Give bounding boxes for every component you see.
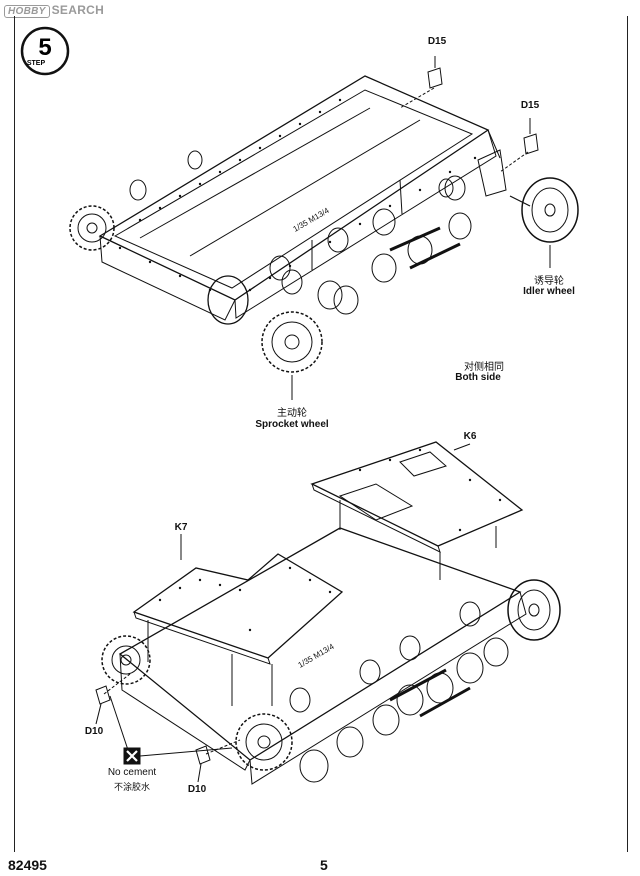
sprocket-label-cn: 主动轮: [277, 408, 307, 419]
d15-part-top: [427, 67, 443, 89]
k6-deck-plate: [310, 441, 524, 553]
k7-deck-plate: [132, 553, 344, 665]
d10-label-right: D10: [187, 784, 207, 795]
k7-label: K7: [174, 522, 188, 533]
watermark-text: SEARCH: [51, 3, 105, 17]
d15-part-right: [523, 133, 539, 155]
watermark-logo: HOBBY: [4, 5, 50, 18]
page-frame: [14, 16, 628, 852]
rear-sprocket-bottom: [101, 635, 151, 685]
step-number: 5: [38, 34, 51, 61]
hull-marking-lower: 1/35 M13/4: [297, 642, 337, 670]
d10-part-right: [195, 745, 211, 765]
idler-label-en: Idler wheel: [523, 286, 575, 297]
step-badge: 5 STEP: [20, 26, 70, 76]
upper-hull-assembly: 1/35 M13/4: [69, 56, 579, 400]
d10-label-left: D10: [84, 726, 104, 737]
lower-hull-assembly: 1/35 M13/4: [95, 441, 561, 785]
hull-marking: 1/35 M13/4: [292, 206, 332, 234]
k6-label: K6: [463, 431, 477, 442]
d15-label-right: D15: [520, 100, 540, 111]
d10-part-left: [95, 685, 111, 705]
no-cement-icon: [123, 747, 141, 765]
both-side-en: Both side: [455, 372, 501, 383]
both-side-cn: 对侧相同: [464, 362, 504, 373]
idler-wheel-top: [521, 177, 579, 243]
no-cement-en: No cement: [107, 767, 157, 778]
page-number: 5: [320, 857, 328, 873]
final-drive-housing: [207, 275, 249, 325]
sprocket-wheel-top: [261, 311, 323, 373]
no-cement-cn: 不涂胶水: [113, 782, 151, 792]
kit-number: 82495: [8, 857, 47, 873]
road-wheels-bottom: [289, 601, 509, 783]
step-label: STEP: [27, 60, 46, 67]
sprocket-wheel-bottom: [235, 713, 293, 771]
idler-wheel-bottom: [507, 579, 561, 641]
d15-label-top: D15: [427, 36, 447, 47]
sprocket-label-en: Sprocket wheel: [255, 419, 329, 430]
idler-label-cn: 诱导轮: [534, 276, 564, 287]
rear-sprocket-top: [69, 205, 115, 251]
